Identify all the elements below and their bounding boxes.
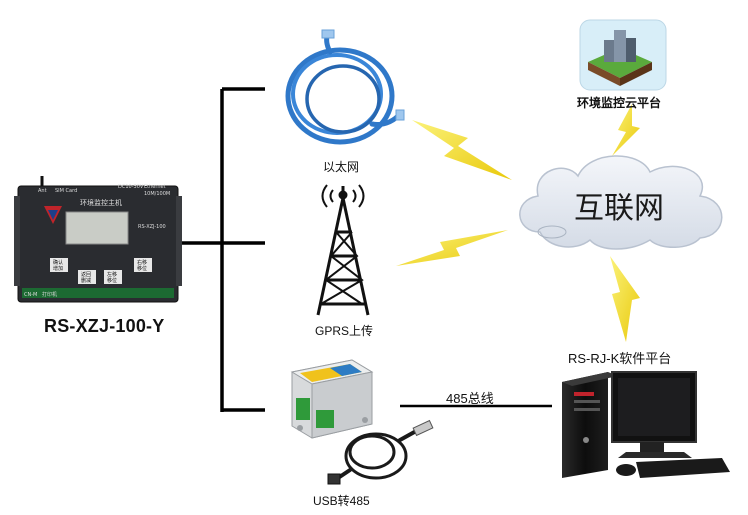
svg-text:删减: 删减 xyxy=(81,277,91,284)
svg-text:移位: 移位 xyxy=(107,277,117,284)
internet-cloud-icon xyxy=(519,155,723,250)
lightning-bolt-gprs xyxy=(396,230,508,266)
svg-text:左移: 左移 xyxy=(107,271,117,278)
software-platform-label: RS-RJ-K软件平台 xyxy=(568,351,672,366)
host-device-icon: Ant SIM Card DC10-30V Ethernet 10M/100M … xyxy=(14,176,182,303)
host-model-label: RS-XZJ-100-Y xyxy=(44,316,165,336)
svg-text:SIM Card: SIM Card xyxy=(55,188,77,194)
connector-bracket xyxy=(178,87,265,412)
ethernet-cable-icon xyxy=(285,29,405,145)
svg-text:DC10-30V: DC10-30V xyxy=(118,184,144,190)
internet-label: 互联网 xyxy=(574,191,664,226)
bus-485-label: 485总线 xyxy=(446,391,494,406)
svg-text:CN-M: CN-M xyxy=(24,292,37,298)
lightning-bolt-cloud xyxy=(612,104,640,156)
svg-text:RS-XZJ-100: RS-XZJ-100 xyxy=(138,224,166,230)
usb-cable-icon xyxy=(327,419,434,485)
svg-text:打印机: 打印机 xyxy=(42,291,57,298)
svg-text:返回: 返回 xyxy=(81,271,91,278)
computer-icon xyxy=(562,371,730,478)
usb-485-label: USB转485 xyxy=(313,494,370,508)
svg-text:确认: 确认 xyxy=(53,259,63,266)
svg-text:增加: 增加 xyxy=(53,265,63,272)
svg-text:移位: 移位 xyxy=(137,265,147,272)
gprs-tower-icon xyxy=(316,184,370,316)
svg-text:Ant: Ant xyxy=(38,188,47,194)
svg-text:10M/100M: 10M/100M xyxy=(144,191,170,197)
gprs-label: GPRS上传 xyxy=(315,324,374,338)
lightning-bolt-ethernet xyxy=(412,120,512,180)
cloud-platform-icon xyxy=(579,19,667,91)
usb-485-converter-icon xyxy=(290,359,374,439)
cloud-platform-label: 环境监控云平台 xyxy=(577,96,662,110)
lightning-bolt-software xyxy=(610,256,640,342)
svg-text:环境监控主机: 环境监控主机 xyxy=(80,198,122,207)
ethernet-label: 以太网 xyxy=(323,160,360,174)
svg-text:右移: 右移 xyxy=(137,259,147,266)
svg-text:Ethernet: Ethernet xyxy=(144,184,166,190)
